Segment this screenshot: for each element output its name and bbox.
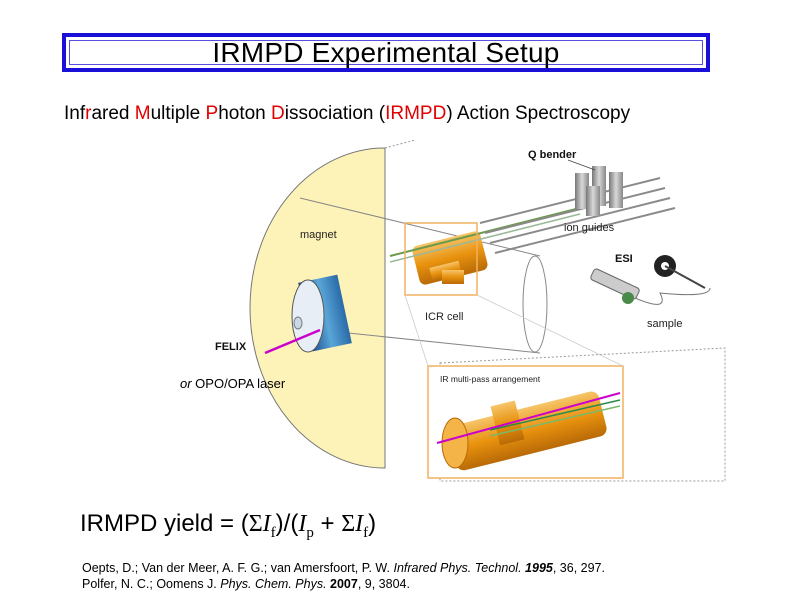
formula-sub: f — [270, 524, 276, 541]
label-ion-guides: ion guides — [564, 222, 615, 234]
label-q-bender: Q bender — [528, 149, 577, 161]
formula-var: I — [355, 511, 364, 537]
laser-note: or OPO/OPA laser — [180, 376, 285, 391]
icr-zoom-box — [404, 222, 478, 296]
subtitle-part: Inf — [64, 103, 86, 124]
irmpd-yield-formula: IRMPD yield = (ΣIf)/(Ip + ΣIf) — [80, 510, 376, 542]
title-inner-border: IRMPD Experimental Setup — [69, 37, 703, 68]
label-sample: sample — [647, 318, 682, 330]
q-bender — [575, 166, 623, 216]
formula-var: I — [262, 511, 271, 537]
q-bender-leader — [567, 159, 596, 171]
subtitle-part: IRMPD — [385, 103, 447, 124]
subtitle-part: D — [271, 103, 285, 124]
subtitle-part: ared — [91, 103, 135, 124]
subtitle-part: ) Action Spectroscopy — [446, 103, 631, 124]
slide-title: IRMPD Experimental Setup — [212, 36, 560, 68]
laser-note-text: OPO/OPA laser — [191, 376, 286, 391]
detector-face — [291, 279, 325, 353]
subtitle: Infrared Multiple Photon Dissociation (I… — [64, 103, 630, 125]
label-esi: ESI — [615, 253, 633, 265]
formula-var: I — [298, 511, 307, 537]
subtitle-part: M — [134, 103, 151, 124]
subtitle-part: hoton — [218, 103, 272, 124]
label-icr-cell: ICR cell — [425, 311, 464, 323]
subtitle-part: r — [85, 103, 92, 124]
references: Oepts, D.; Van der Meer, A. F. G.; van A… — [82, 560, 605, 592]
label-magnet: magnet — [300, 229, 337, 241]
subtitle-part: issociation ( — [284, 103, 386, 124]
formula-mid: )/( — [275, 510, 299, 537]
icr-cell-assembly — [389, 207, 581, 285]
felix-beam — [264, 328, 321, 355]
formula-prefix: IRMPD yield = ( — [80, 510, 249, 537]
label-ir-multipass: IR multi-pass arrangement — [440, 374, 541, 384]
formula-suffix: ) — [368, 510, 377, 537]
esi-source — [590, 255, 711, 305]
reference-item: Polfer, N. C.; Oomens J. Phys. Chem. Phy… — [82, 577, 410, 591]
ion-guides — [479, 177, 676, 254]
title-box: IRMPD Experimental Setup — [62, 33, 710, 72]
formula-sub: f — [363, 524, 369, 541]
formula-sigma: Σ — [341, 511, 356, 537]
formula-sub: p — [306, 524, 314, 541]
label-felix: FELIX — [215, 341, 247, 353]
formula-sigma: Σ — [248, 511, 263, 537]
ir-multipass-inset — [404, 294, 726, 482]
formula-plus: + — [313, 510, 342, 537]
irmpd-setup-diagram: Q bender ion guides ESI magnet sample IC… — [215, 139, 726, 482]
subtitle-part: P — [205, 103, 219, 124]
subtitle-part: ultiple — [150, 103, 206, 124]
laser-note-or: or — [180, 376, 192, 391]
tube-end — [522, 255, 548, 353]
reference-item: Oepts, D.; Van der Meer, A. F. G.; van A… — [82, 561, 605, 575]
dashed-axis-line — [384, 139, 416, 149]
